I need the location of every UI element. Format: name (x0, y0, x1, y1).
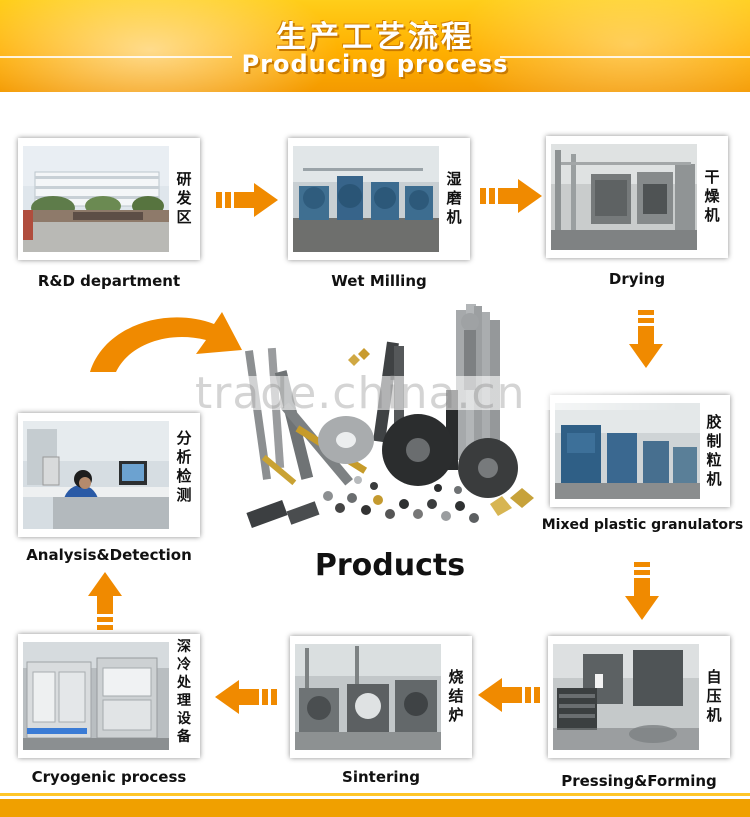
rd-label-cn: 研发区 (176, 170, 192, 226)
header-rule-left (0, 56, 232, 58)
cryogenic-label-cn: 深冷处理设备 (177, 639, 191, 745)
arrow-icon (478, 678, 540, 712)
step-card-drying: 干燥机 (546, 136, 728, 258)
products-collage (244, 304, 534, 529)
cryogenic-caption: Cryogenic process (31, 768, 187, 786)
wet-milling-photo (293, 146, 439, 252)
page-title-en: Producing process (241, 50, 509, 78)
arrow-icon (216, 183, 278, 217)
arrow-icon (480, 179, 542, 213)
sintering-caption: Sintering (342, 768, 420, 786)
drying-label-cn: 干燥机 (704, 168, 720, 224)
rd-building-photo (23, 146, 169, 252)
wet-milling-label-cn: 湿磨机 (446, 170, 462, 226)
drying-photo (551, 144, 697, 250)
curved-arrow-icon (90, 312, 242, 372)
analysis-photo (23, 421, 169, 529)
step-card-rd: 研发区 (18, 138, 200, 260)
rd-caption: R&D department (37, 272, 181, 290)
step-card-pressing: 自压机 (548, 636, 730, 758)
arrow-icon (88, 572, 122, 630)
sintering-label-cn: 烧结炉 (448, 668, 464, 724)
pressing-photo (553, 644, 699, 750)
header-rule-right (500, 56, 750, 58)
watermark-band (80, 376, 680, 410)
header-banner: 生产工艺流程 Producing process (0, 0, 750, 92)
step-card-sintering: 烧结炉 (290, 636, 472, 758)
granulator-photo (555, 403, 700, 499)
step-card-cryogenic: 深冷处理设备 (18, 634, 200, 758)
arrow-icon (215, 680, 277, 714)
page-title-cn: 生产工艺流程 (276, 20, 474, 55)
granulator-caption: Mixed plastic granulators (541, 517, 744, 533)
wet-milling-caption: Wet Milling (331, 272, 427, 290)
arrow-icon (625, 562, 659, 620)
granulator-label-cn: 胶制粒机 (706, 413, 722, 488)
drying-caption: Drying (608, 270, 666, 288)
pressing-label-cn: 自压机 (706, 668, 722, 724)
arrow-icon (629, 310, 663, 368)
sintering-photo (295, 644, 441, 750)
products-label: Products (314, 548, 466, 583)
footer-bar (0, 796, 750, 817)
analysis-label-cn: 分析检测 (176, 429, 192, 504)
step-card-analysis: 分析检测 (18, 413, 200, 537)
step-card-granulator: 胶制粒机 (550, 395, 730, 507)
pressing-caption: Pressing&Forming (561, 772, 717, 790)
watermark-text: trade.china.cn (195, 368, 526, 419)
step-card-wet-milling: 湿磨机 (288, 138, 470, 260)
cryogenic-photo (23, 642, 169, 750)
analysis-caption: Analysis&Detection (26, 546, 192, 564)
